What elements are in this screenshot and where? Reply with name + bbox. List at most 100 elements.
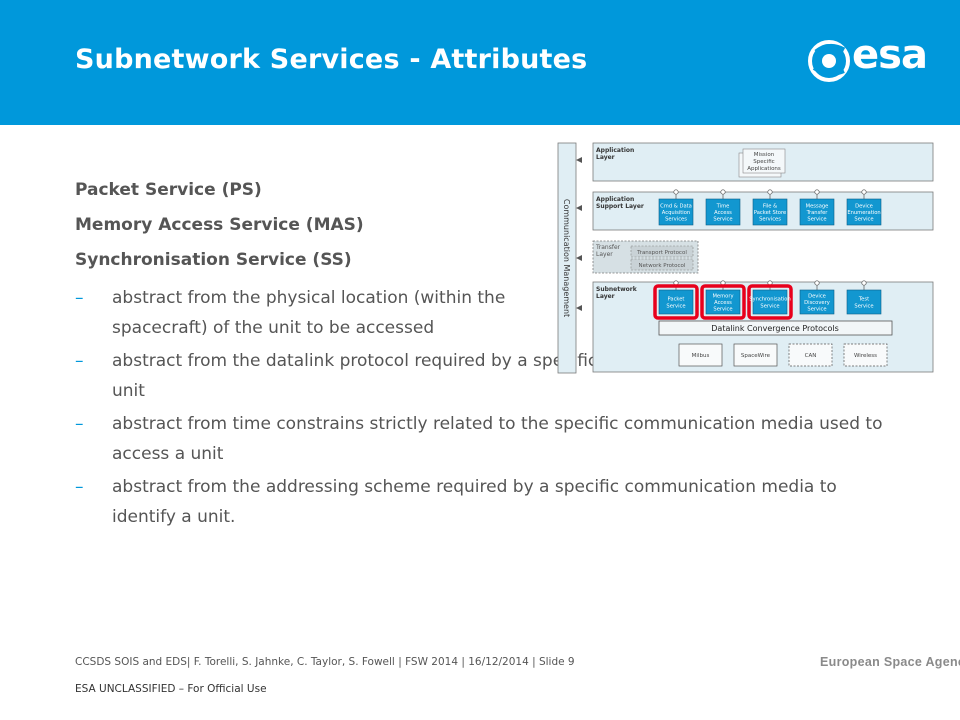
service-box-label: Services <box>665 217 687 223</box>
sap-point <box>720 189 726 195</box>
service-box-label: Cmd & Data <box>660 203 692 209</box>
service-box-label: Service <box>854 303 873 309</box>
service-box-label: Device <box>808 293 826 299</box>
transport-protocol-box <box>630 245 694 258</box>
convergence-label: Datalink Convergence Protocols <box>711 324 839 333</box>
transport-protocol-label: Transport Protocol <box>636 250 687 256</box>
service-box-label: Service <box>713 307 732 313</box>
service-box-label: Acquisition <box>662 210 690 216</box>
bullet-text: abstract from the physical location (wit… <box>112 288 506 338</box>
bullet-dash: – <box>75 477 84 497</box>
media-label: SpaceWire <box>741 353 771 359</box>
bullet-item: –abstract from the addressing scheme req… <box>75 472 895 532</box>
sap-point <box>814 280 820 286</box>
mission-apps-label: Specific <box>753 159 774 165</box>
service-box-label: Device <box>855 203 873 209</box>
service-box-label: Transfer <box>806 210 829 216</box>
service-box <box>752 289 788 315</box>
subnetwork-layer-label: Subnetwork <box>596 286 638 293</box>
bullet-item: – abstract from the physical location (wi… <box>75 283 512 343</box>
service-box <box>658 289 694 315</box>
media-box <box>788 343 833 367</box>
service-box-label: Service <box>713 217 732 223</box>
media-box <box>733 343 778 367</box>
service-box-label: Access <box>714 300 732 306</box>
footer-credits: CCSDS SOIS and EDS| F. Torelli, S. Jahnk… <box>75 656 575 668</box>
service-box-label: Service <box>807 307 826 313</box>
highlight-frame <box>700 284 746 320</box>
service-box <box>705 289 741 315</box>
arrow-icon <box>576 205 582 211</box>
bullet-dash: – <box>75 414 84 434</box>
service-box-label: Synchronisation <box>749 297 791 303</box>
mission-apps-label: Mission <box>754 152 775 158</box>
esa-logo-icon <box>808 40 850 82</box>
service-box-label: Service <box>760 303 779 309</box>
service-box-label: Enumeration <box>847 210 880 216</box>
bullet-text: abstract from time constrains strictly r… <box>112 414 883 464</box>
network-protocol-box <box>630 258 694 271</box>
media-label: Milbus <box>692 353 710 359</box>
heading-synchronisation-service: Synchronisation Service (SS) <box>75 250 352 270</box>
subnetwork-layer-label: Layer <box>596 293 615 300</box>
service-box-label: Message <box>806 203 829 209</box>
service-box-label: Access <box>714 210 732 216</box>
heading-memory-access-service: Memory Access Service (MAS) <box>75 215 364 235</box>
media-box <box>843 343 888 367</box>
service-box <box>658 198 694 226</box>
service-box-label: Service <box>666 303 685 309</box>
support-service-group: Cmd & DataAcquisitionServicesTimeAccessS… <box>658 189 882 226</box>
highlight-frame <box>653 284 699 320</box>
service-box <box>752 198 788 226</box>
transfer-layer-label: Layer <box>596 251 613 258</box>
arrow-icon <box>576 255 582 261</box>
service-box-label: Services <box>759 217 781 223</box>
mission-apps-box <box>742 148 786 174</box>
service-box-label: Discovery <box>804 300 830 306</box>
sap-point <box>861 189 867 195</box>
service-box-label: Service <box>854 217 873 223</box>
service-box <box>846 289 882 315</box>
service-box-label: Test <box>858 297 869 303</box>
footer-classification: ESA UNCLASSIFIED – For Official Use <box>75 683 267 695</box>
mission-apps-label: Applications <box>747 166 781 172</box>
sap-point <box>814 189 820 195</box>
service-box-label: Memory <box>712 293 733 299</box>
media-box <box>678 343 723 367</box>
footer-agency: European Space Agency <box>820 655 960 669</box>
arrow-icon <box>576 157 582 163</box>
service-box-label: Packet <box>668 297 685 303</box>
service-box <box>846 198 882 226</box>
media-group: Milbus SpaceWire CAN Wireless <box>678 343 888 367</box>
service-box-label: File & <box>763 203 777 209</box>
heading-packet-service: Packet Service (PS) <box>75 180 262 200</box>
service-box-label: Packet Store <box>754 210 786 216</box>
bullet-dash: – <box>75 288 84 308</box>
support-layer-label: Application <box>596 196 634 203</box>
highlight-frame <box>747 284 793 320</box>
arrow-icon <box>576 305 582 311</box>
media-label: Wireless <box>854 353 877 359</box>
convergence-box <box>658 320 893 336</box>
subnetwork-service-group: PacketServiceMemoryAccessServiceSynchron… <box>653 280 882 320</box>
esa-logo: esa <box>808 32 938 84</box>
sois-architecture-diagram: Communication Management Application Lay… <box>557 142 934 374</box>
sap-point <box>673 189 679 195</box>
media-label: CAN <box>805 353 817 359</box>
service-box-label: Service <box>807 217 826 223</box>
service-box <box>799 289 835 315</box>
sap-point <box>767 189 773 195</box>
sap-point <box>861 280 867 286</box>
support-layer-label: Support Layer <box>596 203 644 210</box>
application-layer-label: Application <box>596 147 634 154</box>
service-box <box>799 198 835 226</box>
service-box-label: Time <box>716 203 730 209</box>
esa-logo-text: esa <box>852 32 928 78</box>
service-box <box>705 198 741 226</box>
network-protocol-label: Network Protocol <box>639 263 686 269</box>
header-bar: Subnetwork Services - Attributes esa <box>0 0 960 125</box>
bullet-dash: – <box>75 351 84 371</box>
bullet-item: – abstract from time constrains strictly … <box>75 409 895 469</box>
comm-management-label: Communication Management <box>562 199 571 317</box>
transfer-layer-label: Transfer <box>595 244 621 251</box>
